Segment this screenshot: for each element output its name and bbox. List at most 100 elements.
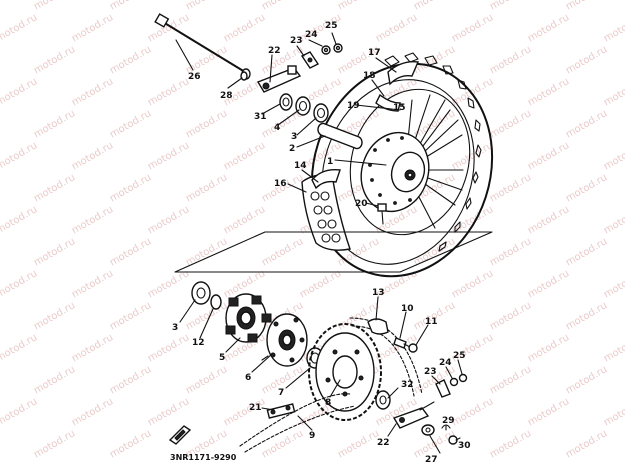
callout-26: 26: [188, 72, 201, 82]
clutch-hub: [261, 313, 308, 367]
watermark-text: motod.ru: [222, 140, 267, 172]
watermark-text: motod.ru: [108, 172, 153, 204]
watermark-text: motod.ru: [0, 172, 1, 204]
watermark-text: motod.ru: [184, 0, 229, 13]
watermark-text: motod.ru: [488, 172, 533, 204]
spacer: [210, 294, 222, 310]
callout-1: 1: [327, 157, 333, 167]
watermark-text: motod.ru: [602, 332, 625, 364]
callout-4: 4: [274, 123, 280, 133]
callout-28: 28: [220, 91, 233, 101]
watermark-text: motod.ru: [526, 12, 571, 44]
watermark-text: motod.ru: [70, 268, 115, 300]
watermark-text: motod.ru: [298, 268, 343, 300]
watermark-text: motod.ru: [32, 300, 77, 332]
watermark-text: motod.ru: [488, 236, 533, 268]
callout-21: 21: [249, 403, 262, 413]
callout-25: 25: [325, 21, 338, 31]
watermark-text: motod.ru: [564, 364, 609, 396]
tire-section: [301, 173, 351, 251]
callout-31: 31: [254, 112, 267, 122]
callout-12: 12: [192, 338, 205, 348]
tube-section: [311, 169, 341, 190]
watermark-text: motod.ru: [184, 236, 229, 268]
watermark-text: motod.ru: [222, 12, 267, 44]
watermark-text: motod.ru: [564, 428, 609, 460]
watermark-text: motod.ru: [602, 268, 625, 300]
tube: [387, 61, 420, 86]
watermark-text: motod.ru: [146, 12, 191, 44]
watermark-text: motod.ru: [602, 396, 625, 428]
watermark-text: motod.ru: [32, 428, 77, 460]
watermark-text: motod.ru: [564, 172, 609, 204]
leader-lines: [175, 32, 463, 454]
callout-32: 32: [401, 380, 414, 390]
watermark-text: motod.ru: [184, 364, 229, 396]
watermark-text: motod.ru: [412, 108, 457, 140]
callout-3-lower: 3: [172, 323, 178, 333]
callout-14: 14: [294, 161, 307, 171]
watermark-text: motod.ru: [184, 172, 229, 204]
watermark-text: motod.ru: [564, 300, 609, 332]
damper: [225, 293, 272, 343]
callout-24-lower: 24: [439, 358, 452, 368]
diagram-code: 3NR1171-9290: [170, 453, 237, 462]
oil-seal: [313, 103, 329, 123]
watermark-text: motod.ru: [0, 108, 1, 140]
callout-17: 17: [368, 48, 381, 58]
watermark-text: motod.ru: [222, 204, 267, 236]
chain-puller-lower: [392, 407, 430, 429]
watermark-text: motod.ru: [260, 0, 305, 13]
sprocket: [308, 323, 382, 421]
watermark-text: motod.ru: [488, 364, 533, 396]
bearing: [295, 96, 311, 116]
watermark-text: motod.ru: [70, 332, 115, 364]
callout-30: 30: [458, 441, 471, 451]
watermark-text: motod.ru: [70, 76, 115, 108]
watermark-text: motod.ru: [0, 300, 1, 332]
callout-10: 10: [401, 304, 414, 314]
watermark-text: motod.ru: [108, 428, 153, 460]
watermark-text: motod.ru: [450, 396, 495, 428]
watermark-text: motod.ru: [146, 268, 191, 300]
bearing-lower: [191, 281, 211, 305]
watermark-text: motod.ru: [32, 44, 77, 76]
callout-25-lower: 25: [453, 351, 466, 361]
watermark-text: motod.ru: [0, 268, 39, 300]
watermark-text: motod.ru: [602, 12, 625, 44]
washer: [240, 71, 248, 81]
watermark-text: motod.ru: [526, 204, 571, 236]
callout-16: 16: [274, 179, 287, 189]
callout-23-lower: 23: [424, 367, 437, 377]
callout-23: 23: [290, 36, 303, 46]
watermark-text: motod.ru: [32, 172, 77, 204]
watermark-text: motod.ru: [146, 332, 191, 364]
watermark-text: motod.ru: [602, 204, 625, 236]
collar-small: [279, 93, 293, 111]
watermark-text: motod.ru: [0, 0, 1, 13]
watermark-text: motod.ru: [0, 12, 39, 44]
callout-19: 19: [347, 101, 360, 111]
watermark-text: motod.ru: [0, 44, 1, 76]
watermark-text: motod.ru: [336, 428, 381, 460]
watermark-text: motod.ru: [146, 396, 191, 428]
watermark-text: motod.ru: [146, 204, 191, 236]
valve-nut: [377, 203, 387, 225]
nut: [408, 343, 418, 353]
watermark-text: motod.ru: [0, 332, 39, 364]
watermark-text: motod.ru: [146, 140, 191, 172]
watermark-text: motod.ru: [146, 76, 191, 108]
chain-guide-clip: [367, 318, 389, 335]
drive-chain: [239, 317, 423, 453]
watermark-text: motod.ru: [0, 140, 39, 172]
watermark-text: motod.ru: [526, 76, 571, 108]
watermark-text: motod.ru: [260, 236, 305, 268]
watermark-text: motod.ru: [108, 44, 153, 76]
watermark-text: motod.ru: [0, 204, 39, 236]
watermark-text: motod.ru: [70, 396, 115, 428]
assembly-plane: [174, 231, 493, 273]
callout-labels: 26 28 22 23 24 25 31 4 3 2 1 17 18 19 15…: [172, 21, 471, 465]
watermark-text: motod.ru: [108, 0, 153, 13]
watermark-text: motod.ru: [70, 204, 115, 236]
